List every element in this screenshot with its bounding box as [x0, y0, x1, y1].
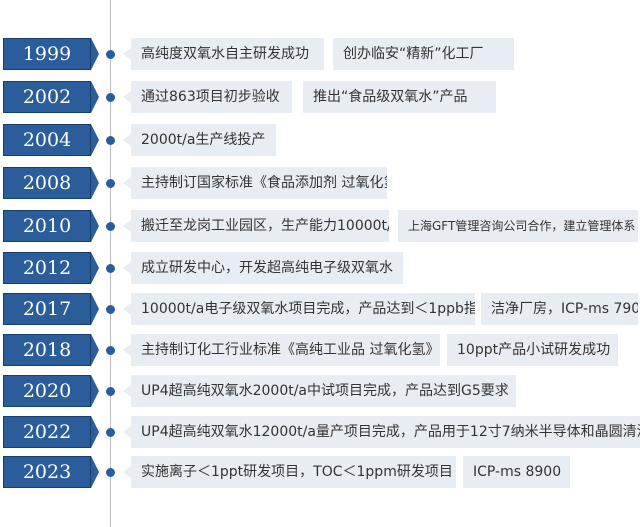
- timeline-dot-icon: [106, 346, 115, 355]
- year-arrow-icon: [91, 210, 99, 242]
- timeline-row-2017: 2017 10000t/a电子级双氧水项目完成，产品达到＜1ppb指标 洁净厂房…: [0, 293, 640, 327]
- year-arrow-icon: [91, 293, 99, 325]
- year-label: 2008: [3, 167, 91, 199]
- event-box: 高纯度双氧水自主研发成功: [131, 38, 324, 70]
- event-box: 通过863项目初步验收: [131, 81, 292, 113]
- year-label: 2012: [3, 252, 91, 284]
- year-arrow-icon: [91, 167, 99, 199]
- event-box: ICP-ms 8900: [463, 456, 570, 488]
- timeline-row-2012: 2012 成立研发中心，开发超高纯电子级双氧水: [0, 252, 640, 286]
- bubble-pointer-icon: [123, 385, 131, 397]
- year-arrow-icon: [91, 456, 99, 488]
- bubble-pointer-icon: [123, 426, 131, 438]
- timeline-row-2022: 2022 UP4超高纯双氧水12000t/a量产项目完成，产品用于12寸7纳米半…: [0, 416, 640, 450]
- year-label: 2023: [3, 456, 91, 488]
- bubble-pointer-icon: [123, 91, 131, 103]
- event-box: 10000t/a电子级双氧水项目完成，产品达到＜1ppb指标: [131, 293, 475, 325]
- bubble-pointer-icon: [123, 134, 131, 146]
- event-box: 洁净厂房，ICP-ms 7900: [481, 293, 638, 325]
- event-box: 上海GFT管理咨询公司合作，建立管理体系: [398, 210, 638, 242]
- event-box: 10ppt产品小试研发成功: [447, 334, 618, 366]
- event-box: UP4超高纯双氧水12000t/a量产项目完成，产品用于12寸7纳米半导体和晶圆…: [131, 416, 640, 448]
- timeline-dot-icon: [106, 50, 115, 59]
- year-arrow-icon: [91, 252, 99, 284]
- year-label: 2004: [3, 124, 91, 156]
- year-arrow-icon: [91, 38, 99, 70]
- year-arrow-icon: [91, 124, 99, 156]
- year-arrow-icon: [91, 81, 99, 113]
- timeline-axis: [110, 0, 111, 527]
- timeline-dot-icon: [106, 468, 115, 477]
- timeline-dot-icon: [106, 136, 115, 145]
- timeline-dot-icon: [106, 222, 115, 231]
- event-box: 搬迁至龙岗工业园区，生产能力10000t/a: [131, 210, 389, 242]
- year-label: 2018: [3, 334, 91, 366]
- timeline-dot-icon: [106, 93, 115, 102]
- bubble-pointer-icon: [123, 177, 131, 189]
- timeline-row-2004: 2004 2000t/a生产线投产: [0, 124, 640, 158]
- bubble-pointer-icon: [123, 48, 131, 60]
- year-label: 2022: [3, 416, 91, 448]
- timeline-row-2018: 2018 主持制订化工行业标准《高纯工业品 过氧化氢》 10ppt产品小试研发成…: [0, 334, 640, 368]
- timeline-row-2002: 2002 通过863项目初步验收 推出“食品级双氧水”产品: [0, 81, 640, 115]
- year-arrow-icon: [91, 375, 99, 407]
- event-box: 创办临安“精新”化工厂: [333, 38, 514, 70]
- event-box: 成立研发中心，开发超高纯电子级双氧水: [131, 252, 403, 284]
- timeline-dot-icon: [106, 387, 115, 396]
- timeline-row-2023: 2023 实施离子＜1ppt研发项目，TOC＜1ppm研发项目 ICP-ms 8…: [0, 456, 640, 490]
- year-label: 2017: [3, 293, 91, 325]
- timeline-row-1999: 1999 高纯度双氧水自主研发成功 创办临安“精新”化工厂: [0, 38, 640, 72]
- bubble-pointer-icon: [123, 344, 131, 356]
- bubble-pointer-icon: [123, 466, 131, 478]
- timeline-dot-icon: [106, 179, 115, 188]
- timeline-dot-icon: [106, 305, 115, 314]
- year-label: 1999: [3, 38, 91, 70]
- event-box: 主持制订国家标准《食品添加剂 过氧化氢》: [131, 167, 387, 199]
- timeline-row-2010: 2010 搬迁至龙岗工业园区，生产能力10000t/a 上海GFT管理咨询公司合…: [0, 210, 640, 244]
- year-arrow-icon: [91, 416, 99, 448]
- year-label: 2002: [3, 81, 91, 113]
- timeline-row-2020: 2020 UP4超高纯双氧水2000t/a中试项目完成，产品达到G5要求: [0, 375, 640, 409]
- event-box: UP4超高纯双氧水2000t/a中试项目完成，产品达到G5要求: [131, 375, 516, 407]
- event-box: 实施离子＜1ppt研发项目，TOC＜1ppm研发项目: [131, 456, 456, 488]
- event-box: 主持制订化工行业标准《高纯工业品 过氧化氢》: [131, 334, 440, 366]
- event-box: 推出“食品级双氧水”产品: [303, 81, 496, 113]
- timeline-row-2008: 2008 主持制订国家标准《食品添加剂 过氧化氢》: [0, 167, 640, 201]
- year-label: 2020: [3, 375, 91, 407]
- timeline-dot-icon: [106, 428, 115, 437]
- event-box: 2000t/a生产线投产: [131, 124, 276, 156]
- bubble-pointer-icon: [123, 220, 131, 232]
- bubble-pointer-icon: [123, 262, 131, 274]
- timeline-dot-icon: [106, 264, 115, 273]
- bubble-pointer-icon: [123, 303, 131, 315]
- year-label: 2010: [3, 210, 91, 242]
- year-arrow-icon: [91, 334, 99, 366]
